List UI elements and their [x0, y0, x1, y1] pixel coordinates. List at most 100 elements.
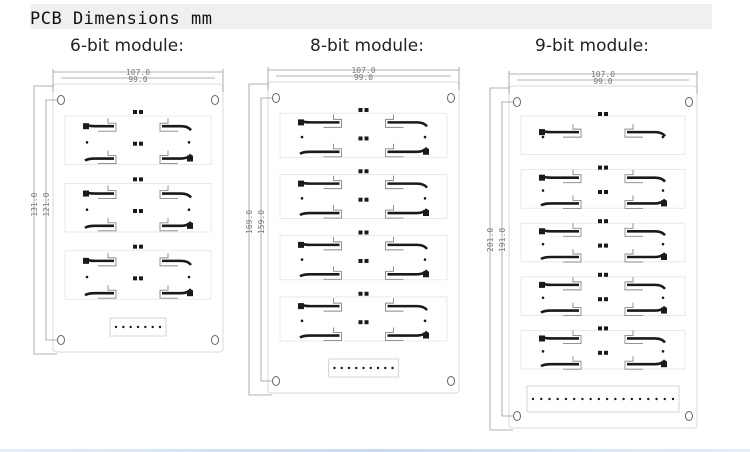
pad-bracket [98, 252, 117, 267]
side-dot [85, 141, 89, 144]
segment-trace [627, 359, 667, 366]
pad-bracket [563, 169, 582, 184]
pad-bracket [323, 327, 342, 341]
segment-pad [539, 174, 545, 181]
connector-pin [384, 366, 387, 370]
segment-trace [627, 198, 667, 205]
led-chip [139, 177, 143, 182]
side-dot [661, 296, 665, 300]
pad-bracket [159, 150, 178, 164]
outer-width-label: 107.0 [351, 66, 375, 75]
side-dot [541, 296, 545, 300]
outer-height-line [489, 87, 513, 431]
segment-trace [387, 330, 429, 337]
led-chip [598, 190, 602, 195]
pad-bracket [563, 195, 582, 209]
connector-pin [369, 366, 372, 370]
inner-height-label: 191.0 [498, 228, 507, 252]
inner-height-label: 159.0 [257, 210, 266, 234]
digit-frame [520, 222, 686, 263]
segment-pad [661, 254, 667, 261]
segment-trace [299, 150, 340, 155]
side-dot [541, 350, 545, 353]
segment-trace [627, 337, 667, 344]
segment-trace [84, 224, 114, 229]
mounting-hole [513, 411, 521, 421]
led-chip [133, 110, 137, 114]
side-dot [85, 208, 89, 211]
side-dot [85, 275, 89, 279]
led-chip [133, 276, 137, 281]
segment-trace [387, 269, 429, 276]
connector-pin [614, 397, 617, 401]
mounting-hole [513, 97, 521, 107]
segment-pad [661, 200, 667, 207]
segment-trace [540, 255, 579, 261]
digit-frame [279, 235, 448, 281]
digit-frame [64, 115, 212, 165]
side-dot [541, 189, 545, 192]
pad-bracket [624, 276, 643, 291]
led-chip [139, 276, 143, 281]
segment-trace [387, 182, 429, 189]
led-chip [364, 108, 369, 112]
board-outline [508, 85, 698, 429]
pad-bracket [624, 330, 643, 344]
led-chip [358, 108, 363, 112]
segment-trace [162, 192, 193, 199]
led-chip [604, 112, 608, 116]
segment-pad [298, 241, 304, 248]
connector-pin [129, 325, 132, 329]
pad-bracket [323, 114, 342, 128]
segment-pad [83, 257, 89, 264]
led-chip [364, 169, 369, 174]
segment-trace [162, 259, 193, 266]
inner-height-line [45, 99, 58, 341]
inner-width-label: 99.0 [593, 77, 612, 86]
digit-frame [520, 276, 686, 316]
segment-trace [627, 305, 667, 312]
led-chip [364, 197, 369, 202]
pad-bracket [323, 175, 342, 190]
inner-height-line [260, 97, 273, 382]
pad-bracket [563, 223, 582, 237]
module-label-9bit: 9-bit module: [535, 36, 649, 56]
pad-bracket [385, 205, 404, 219]
pad-bracket [563, 276, 582, 291]
segment-trace [299, 272, 340, 278]
connector-pin [622, 397, 625, 401]
segment-trace [627, 176, 667, 183]
segment-pad [661, 307, 667, 314]
led-chip [364, 291, 369, 296]
connector-pin [540, 397, 543, 401]
segment-pad [539, 281, 545, 288]
page-title: PCB Dimensions mm [30, 9, 213, 29]
digit-frame [64, 250, 212, 300]
segment-pad [423, 148, 429, 155]
led-chip [604, 165, 608, 170]
pad-bracket [159, 217, 178, 232]
connector-pin [630, 397, 634, 401]
module-label-6bit: 6-bit module: [70, 36, 184, 56]
connector-pin [531, 397, 535, 401]
side-dot [300, 258, 304, 261]
connector-pin [114, 325, 118, 329]
title-bar [30, 4, 712, 29]
connector-pin [122, 325, 125, 329]
side-dot [541, 135, 545, 139]
segment-pad [661, 361, 667, 368]
pad-bracket [159, 118, 178, 132]
pad-bracket [563, 302, 582, 317]
outer-width-label: 107.0 [126, 68, 150, 77]
pad-bracket [624, 302, 643, 317]
connector-pin [605, 397, 609, 401]
led-chip [133, 141, 137, 146]
led-chip [598, 243, 602, 248]
pad-bracket [624, 195, 643, 209]
led-chip [598, 272, 602, 277]
connector-pin [564, 397, 568, 401]
segment-trace [84, 291, 114, 297]
connector-pin [663, 397, 666, 401]
led-chip [358, 169, 363, 174]
outer-height-line [33, 85, 57, 355]
